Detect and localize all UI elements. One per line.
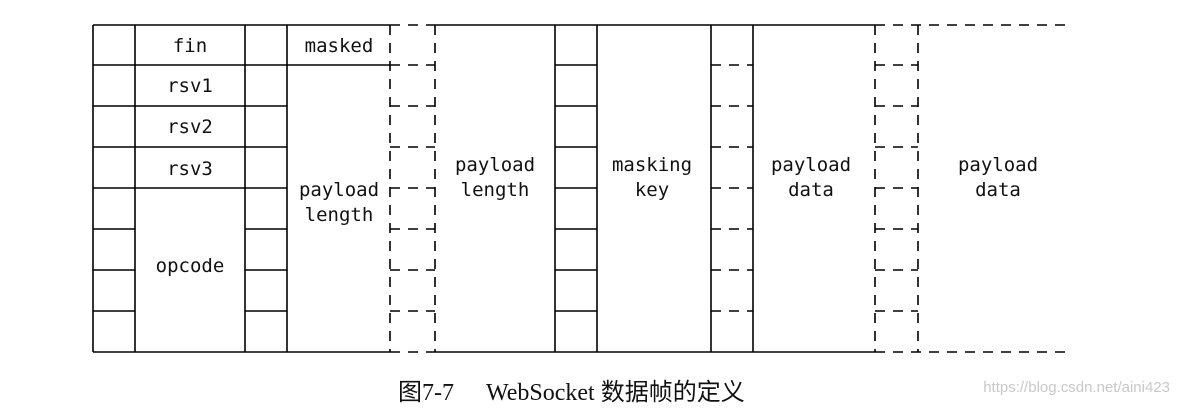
payload-data-extended-label-line1: payload	[958, 154, 1038, 176]
figure-title: WebSocket 数据帧的定义	[486, 379, 745, 406]
masked-label: masked	[305, 35, 374, 57]
payload-data-extended-label-line2: data	[975, 179, 1021, 201]
masking-key-label-line1: masking	[612, 154, 692, 176]
payload-data-label-line1: payload	[771, 154, 851, 176]
rsv1-label: rsv1	[167, 75, 213, 97]
extended-payload-length-label-line1: payload	[455, 154, 535, 176]
payload-data-label-line2: data	[788, 179, 834, 201]
watermark: https://blog.csdn.net/aini423	[983, 379, 1170, 396]
rsv2-label: rsv2	[167, 116, 213, 138]
opcode-label: opcode	[156, 255, 225, 277]
payload-length-label-line1: payload	[299, 179, 379, 201]
fin-label: fin	[173, 35, 207, 57]
extended-payload-length-label-line2: length	[461, 179, 530, 201]
rsv3-label: rsv3	[167, 158, 213, 180]
figure-number: 图7-7	[398, 380, 454, 406]
payload-length-label-line2: length	[305, 204, 374, 226]
masking-key-label-line2: key	[635, 179, 669, 201]
